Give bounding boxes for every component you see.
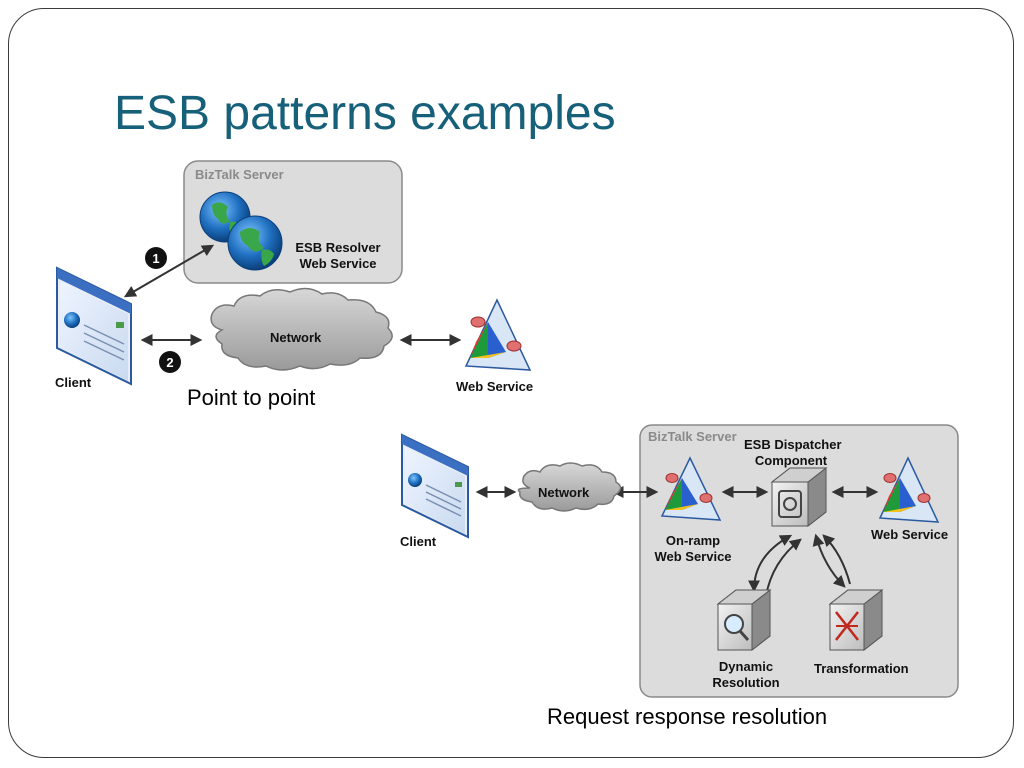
step-2-marker: 2 [159,351,181,373]
request-response-caption: Request response resolution [547,704,828,729]
esb-dispatcher-label-line2: Component [754,453,828,468]
dynamic-resolution-label-line1: Dynamic [718,659,774,674]
arrow-dispatcher-dynamic [748,534,793,593]
dynamic-resolution-label-line2: Resolution [712,675,780,690]
client-label-1: Client [55,375,92,390]
globe-icon [227,215,283,271]
onramp-label-line1: On-ramp [665,533,721,548]
transformation-icon [828,588,884,652]
onramp-label: On-ramp Web Service [646,533,740,565]
transformation-label: Transformation [814,661,909,676]
web-service-icon [878,456,940,523]
onramp-web-service-icon [660,456,722,521]
network-cloud-icon [517,462,622,512]
dynamic-resolution-label: Dynamic Resolution [704,659,788,691]
arrow-client-resolver [123,244,215,298]
esb-dispatcher-label-line1: ESB Dispatcher [744,437,842,452]
slide-title: ESB patterns examples [114,87,616,140]
biztalk-server-label-2: BizTalk Server [648,429,737,444]
network-label-2: Network [538,485,590,500]
web-service-label-2: Web Service [871,527,949,542]
arrow-dispatcher-transformation [812,533,846,588]
esb-dispatcher-icon [770,466,828,528]
svg-text:1: 1 [152,251,159,266]
step-1-marker: 1 [145,247,167,269]
svg-text:2: 2 [166,355,173,370]
esb-resolver-label-line2: Web Service [299,256,377,271]
network-label-1: Network [270,330,322,345]
client-icon [401,433,469,539]
point-to-point-caption: Point to point [187,385,316,410]
web-service-label-1: Web Service [456,379,534,394]
biztalk-server-label-1: BizTalk Server [195,167,284,182]
dynamic-resolution-icon [716,588,772,652]
esb-dispatcher-label: ESB Dispatcher Component [744,437,842,469]
client-icon [56,266,132,386]
network-cloud-icon [210,287,393,371]
web-service-icon [464,298,532,371]
esb-resolver-label: ESB Resolver Web Service [278,240,398,272]
client-label-2: Client [400,534,437,549]
esb-resolver-label-line1: ESB Resolver [295,240,381,255]
arrow-transformation-dispatcher [822,534,851,585]
onramp-label-line2: Web Service [654,549,732,564]
